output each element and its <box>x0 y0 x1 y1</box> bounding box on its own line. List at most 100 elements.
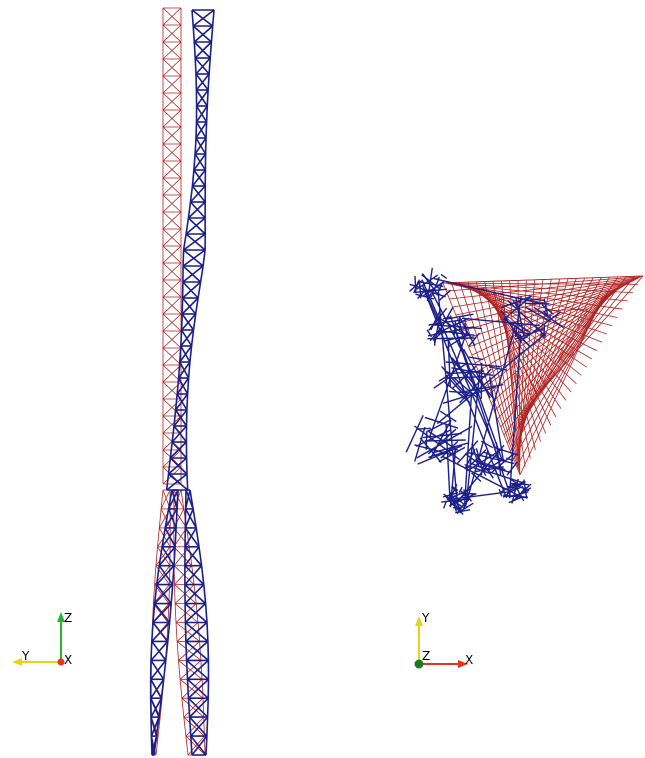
deformed-tower-chord <box>187 201 192 219</box>
undeformed-tower-brace <box>162 398 182 417</box>
deformed-tower-chord <box>192 25 196 43</box>
undeformed-leg-brace <box>178 641 200 661</box>
deformed-tower-brace <box>195 57 211 75</box>
deformed-leg-brace <box>184 546 203 567</box>
deformed-plan-member <box>438 446 466 463</box>
undeformed-tower-brace <box>162 262 182 281</box>
deformed-plan-member <box>458 318 464 338</box>
undeformed-leg-chord <box>197 622 200 642</box>
undeformed-plan-member <box>490 288 619 404</box>
deformed-plan-member <box>474 466 504 473</box>
undeformed-tower-brace <box>162 75 182 94</box>
deformed-plan-member <box>506 461 519 476</box>
deformed-tower-brace <box>174 393 189 411</box>
deformed-tower-chord <box>191 169 195 187</box>
deformed-tower-brace <box>180 329 195 347</box>
deformed-leg-brace <box>185 489 194 510</box>
undeformed-leg-chord <box>157 527 160 547</box>
undeformed-leg-brace <box>185 716 204 737</box>
deformed-leg-brace <box>151 735 158 756</box>
undeformed-plan-core <box>497 312 539 397</box>
deformed-tower-brace <box>181 297 199 315</box>
undeformed-tower-brace <box>162 41 182 60</box>
deformed-tower-chord <box>173 409 177 427</box>
deformed-plan-member <box>426 329 433 338</box>
deformed-tower-chord <box>199 265 204 283</box>
deformed-tower-chord <box>195 121 198 139</box>
undeformed-leg-brace <box>160 508 171 529</box>
x-axis-label: X <box>64 653 72 667</box>
deformed-tower-brace <box>177 361 191 379</box>
deformed-tower-brace <box>195 105 208 123</box>
deformed-tower-brace <box>176 377 190 395</box>
deformed-plan-member <box>445 361 501 368</box>
deformed-plan-member <box>422 288 436 292</box>
deformed-leg-brace <box>191 735 208 756</box>
deformed-leg-chord <box>204 603 208 623</box>
deformed-plan-member <box>461 383 504 393</box>
deformed-leg-chord <box>207 641 210 661</box>
deformed-leg-chord <box>165 641 169 661</box>
deformed-tower-chord <box>194 297 199 315</box>
deformed-tower-brace <box>179 345 193 363</box>
deformed-tower-chord <box>185 217 190 235</box>
deformed-leg-chord <box>195 527 200 547</box>
deformed-plan-member <box>529 298 545 302</box>
deformed-leg-chord <box>206 717 209 737</box>
deformed-plan-member <box>424 439 466 442</box>
deformed-leg-chord <box>188 717 192 737</box>
deformed-leg-brace <box>164 508 178 529</box>
x-axis-arrowhead <box>458 660 468 668</box>
deformed-tower-mesh <box>149 9 215 756</box>
deformed-plan-member <box>421 279 497 449</box>
deformed-plan-member <box>457 392 467 400</box>
deformed-plan-member <box>449 449 457 508</box>
deformed-plan-member <box>468 356 484 361</box>
deformed-plan-member <box>541 304 554 315</box>
deformed-tower-chord <box>194 137 197 155</box>
undeformed-tower-brace <box>162 7 182 26</box>
deformed-leg-chord <box>164 508 170 529</box>
deformed-plan-member <box>447 338 461 348</box>
deformed-tower-chord <box>211 9 215 27</box>
deformed-plan-member <box>467 366 496 402</box>
deformed-plan-member <box>468 332 480 347</box>
undeformed-leg-brace <box>179 660 202 680</box>
deformed-leg-chord <box>176 489 179 509</box>
deformed-tower-brace <box>182 249 206 267</box>
deformed-leg-brace <box>150 678 165 699</box>
deformed-plan-member <box>429 419 452 460</box>
deformed-tower-chord <box>189 185 194 203</box>
undeformed-leg-chord <box>181 698 185 718</box>
undeformed-leg-brace <box>158 527 171 547</box>
left-orientation-axes: Z Y X <box>12 611 72 667</box>
deformed-plan-member <box>433 277 544 305</box>
deformed-leg-chord <box>150 641 153 661</box>
deformed-plan-member <box>476 455 494 479</box>
undeformed-tower-brace <box>162 211 182 230</box>
deformed-leg-chord <box>158 698 163 718</box>
undeformed-tower-brace <box>162 24 182 43</box>
undeformed-plan-core <box>537 308 589 397</box>
deformed-tower-chord <box>209 41 213 59</box>
deformed-plan-member <box>423 290 508 499</box>
deformed-leg-brace <box>167 489 179 510</box>
deformed-leg-chord <box>162 660 167 680</box>
deformed-tower-chord <box>193 41 196 59</box>
undeformed-tower-brace <box>162 228 182 247</box>
deformed-tower-chord <box>194 57 197 75</box>
deformed-plan-member <box>463 393 473 509</box>
undeformed-tower-brace <box>162 466 182 485</box>
deformed-leg-brace <box>151 621 171 642</box>
z-axis-label: Z <box>422 649 430 663</box>
undeformed-leg-brace <box>157 546 171 566</box>
deformed-leg-brace <box>150 678 163 699</box>
deformed-plan-member <box>500 296 531 309</box>
deformed-leg-chord <box>206 622 209 642</box>
undeformed-leg-chord <box>183 717 187 737</box>
deformed-tower-chord <box>180 313 183 331</box>
deformed-plan-member <box>520 311 562 342</box>
deformed-plan-member <box>458 486 463 493</box>
deformed-leg-chord <box>205 736 208 756</box>
